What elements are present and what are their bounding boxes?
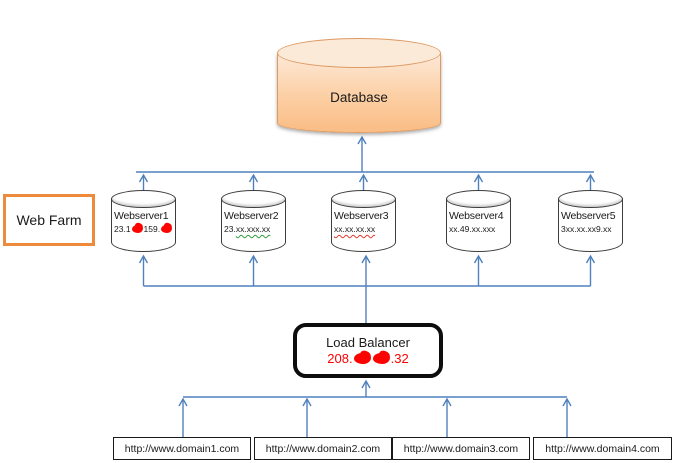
cylinder-top-ellipse (331, 190, 396, 208)
domain3-box: http://www.domain3.com (392, 437, 530, 460)
webserver4-cylinder: Webserver4 xx.49.xx.xxx (446, 190, 511, 252)
red-wavy-underline-text: xx.xx.xx.xx (334, 224, 376, 234)
cylinder-top-ellipse (446, 190, 511, 208)
domain2-box: http://www.domain2.com (254, 437, 392, 460)
webserver2-ip: 23.xx.xxx.xx (224, 224, 271, 234)
domain1-url: http://www.domain1.com (124, 442, 240, 455)
webserver3-label: Webserver3 (334, 210, 389, 222)
database-cylinder-top-ellipse (277, 38, 441, 68)
load-balancer-box: Load Balancer 208..32 (293, 323, 443, 378)
red-scribble (372, 353, 390, 364)
webserver3-cylinder: Webserver3 xx.xx.xx.xx (331, 190, 396, 252)
green-wavy-underline-text: xx.xxx.xx (235, 224, 271, 234)
webserver1-label: Webserver1 (114, 210, 169, 222)
webserver2-cylinder: Webserver2 23.xx.xxx.xx (221, 190, 286, 252)
load-balancer-label: Load Balancer (326, 335, 410, 350)
database-cylinder: Database (277, 38, 441, 133)
domain4-box: http://www.domain4.com (533, 437, 672, 460)
web-farm-label-box: Web Farm (3, 194, 95, 246)
webserver2-label: Webserver2 (224, 210, 279, 222)
webserver5-cylinder: Webserver5 3xx.xx.xx9.xx (558, 190, 623, 252)
webserver4-ip: xx.49.xx.xxx (449, 224, 496, 234)
cylinder-top-ellipse (111, 190, 176, 208)
cylinder-top-ellipse (221, 190, 286, 208)
webserver4-label: Webserver4 (449, 210, 504, 222)
domain4-url: http://www.domain4.com (545, 442, 660, 455)
webserver5-label: Webserver5 (561, 210, 616, 222)
load-balancer-ip: 208..32 (327, 351, 409, 366)
cylinder-top-ellipse (558, 190, 623, 208)
red-scribble (161, 225, 173, 233)
red-scribble (353, 353, 371, 364)
webserver5-ip: 3xx.xx.xx9.xx (561, 224, 612, 234)
red-scribble (131, 225, 143, 233)
database-label: Database (330, 90, 388, 105)
domain3-url: http://www.domain3.com (403, 442, 519, 455)
webserver3-ip: xx.xx.xx.xx (334, 223, 396, 235)
domain1-box: http://www.domain1.com (113, 437, 251, 460)
web-farm-label: Web Farm (16, 212, 82, 228)
domain2-url: http://www.domain2.com (265, 442, 381, 455)
